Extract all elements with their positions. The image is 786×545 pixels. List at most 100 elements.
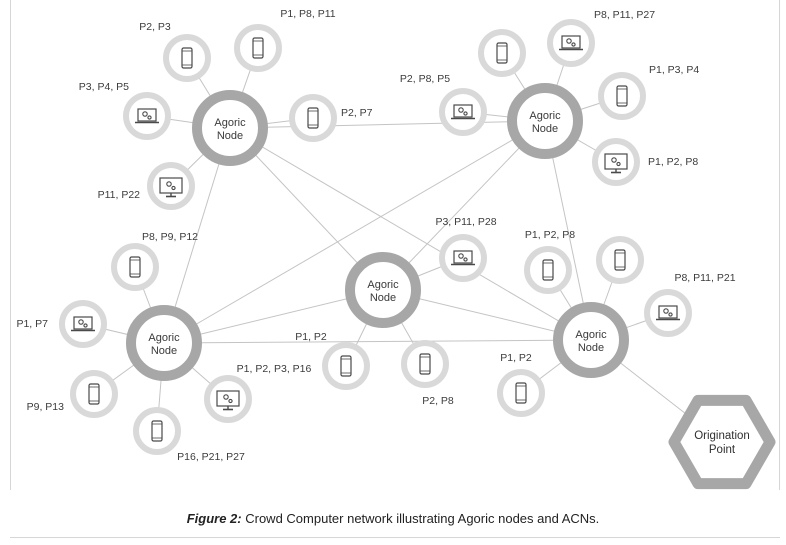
- device-label: P2, P3: [139, 21, 171, 33]
- gear-icon: [142, 111, 148, 117]
- frame-left-border: [10, 0, 11, 490]
- device-phone: P2, P8: [401, 340, 454, 407]
- device-label: P1, P8, P11: [280, 8, 335, 20]
- device-label: P2, P8, P5: [400, 73, 450, 85]
- agoric-node-label: Node: [578, 342, 604, 354]
- phone-body: [614, 249, 626, 271]
- gear-icon: [78, 319, 84, 325]
- device-label: P1, P3, P4: [649, 64, 699, 76]
- phone-body: [181, 47, 193, 69]
- agoric-node-label: Agoric: [214, 117, 246, 129]
- agoric-node-ring: [192, 90, 268, 166]
- device-phone: P8, P9, P12: [111, 231, 198, 291]
- device-monitor: P11, P22: [98, 162, 195, 210]
- origination-label: Point: [709, 444, 736, 456]
- device-label: P9, P13: [27, 401, 65, 413]
- device-monitor: P1, P2, P8: [592, 138, 698, 186]
- frame-right-border: [779, 0, 780, 490]
- device-laptop: P2, P8, P5: [400, 73, 487, 136]
- agoric-node-label: Node: [217, 130, 243, 142]
- device-label: P11, P22: [98, 189, 141, 201]
- caption-text: Crowd Computer network illustrating Agor…: [245, 511, 600, 526]
- phone-body: [340, 355, 352, 377]
- phone-body: [252, 37, 264, 59]
- device-phone: P2, P3: [139, 21, 211, 82]
- device-label: P3, P4, P5: [79, 81, 129, 93]
- device-phone: P1, P2: [295, 331, 370, 390]
- agoric-node-label: Agoric: [148, 332, 180, 344]
- gear-icon: [668, 312, 673, 317]
- phone-body: [419, 353, 431, 375]
- gear-icon: [458, 107, 464, 113]
- device-phone: P16, P21, P27: [133, 407, 245, 463]
- device-label: P8, P11, P21: [674, 272, 735, 284]
- gear-icon: [223, 394, 229, 400]
- agoric-node-label: Node: [370, 292, 396, 304]
- device-laptop: P3, P4, P5: [79, 81, 171, 140]
- edge-h1-h2: [229, 120, 546, 129]
- agoric-node-label: Node: [151, 345, 177, 357]
- phone-body: [542, 259, 554, 281]
- figure-label: Figure 2:: [186, 511, 242, 526]
- device-phone: P1, P2, P8: [524, 229, 575, 294]
- device-laptop: P3, P11, P28: [435, 216, 497, 282]
- device-laptop: P8, P11, P21: [644, 272, 736, 337]
- gear-icon: [458, 253, 464, 259]
- gear-icon: [611, 157, 617, 163]
- gear-icon: [147, 115, 152, 120]
- gear-icon: [171, 185, 176, 191]
- device-laptop: P8, P11, P27: [547, 9, 655, 67]
- gear-icon: [616, 161, 621, 167]
- device-phone: P9, P13: [27, 370, 118, 418]
- agoric-node-ring: [507, 83, 583, 159]
- agoric-node-ring: [126, 305, 202, 381]
- device-label: P2, P7: [341, 107, 373, 119]
- gear-icon: [228, 398, 233, 404]
- device-phone: P1, P3, P4: [598, 64, 699, 120]
- device-label: P3, P11, P28: [435, 216, 496, 228]
- phone-body: [151, 420, 163, 442]
- device-label: P1, P2: [295, 331, 327, 343]
- device-label: P1, P2, P3, P16: [237, 363, 312, 375]
- device-phone: P1, P8, P11: [234, 8, 336, 72]
- agoric-node-label: Agoric: [575, 329, 607, 341]
- edge-h4-h5: [163, 339, 592, 344]
- device-label: P16, P21, P27: [177, 451, 245, 463]
- gear-icon: [83, 323, 88, 328]
- device-monitor: P1, P2, P3, P16: [204, 363, 312, 423]
- device-label: P8, P11, P27: [594, 9, 655, 21]
- origination-label: Origination: [694, 430, 750, 442]
- device-label: P1, P2, P8: [525, 229, 575, 241]
- agoric-node-ring: [553, 302, 629, 378]
- device-phone: P1, P2: [497, 352, 545, 417]
- device-label: P2, P8: [422, 395, 454, 407]
- gear-icon: [463, 257, 468, 262]
- device-phone: [596, 236, 644, 284]
- phone-body: [515, 382, 527, 404]
- phone-body: [88, 383, 100, 405]
- device-phone: P2, P7: [289, 94, 373, 142]
- agoric-node-label: Agoric: [529, 110, 561, 122]
- figure-caption: Figure 2: Crowd Computer network illustr…: [0, 511, 786, 526]
- device-label: P8, P9, P12: [142, 231, 198, 243]
- phone-body: [496, 42, 508, 64]
- edge-h2-h4: [163, 120, 546, 344]
- gear-icon: [663, 308, 669, 314]
- agoric-node-ring: [345, 252, 421, 328]
- agoric-nodes: AgoricNodeAgoricNodeAgoricNodeAgoricNode…: [126, 83, 629, 381]
- device-label: P1, P2: [500, 352, 532, 364]
- phone-body: [616, 85, 628, 107]
- device-label: P1, P2, P8: [648, 156, 698, 168]
- edge-h1-h5: [229, 127, 592, 341]
- device-phone: [478, 29, 526, 77]
- phone-body: [129, 256, 141, 278]
